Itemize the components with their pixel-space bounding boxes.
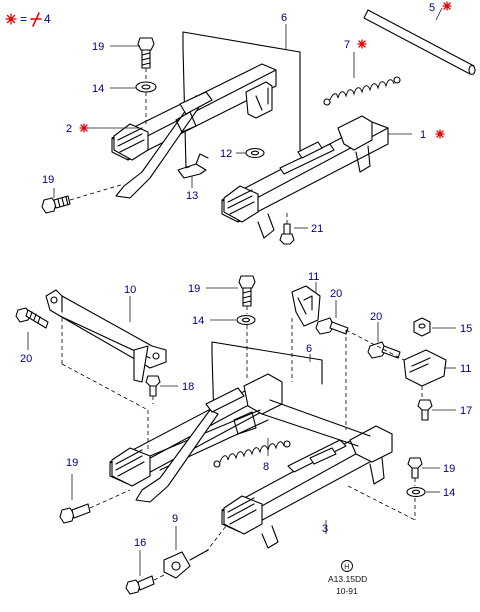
legend-strikethrough-icon xyxy=(30,12,42,27)
callout-2: 2 xyxy=(66,123,72,135)
callout-14-top: 14 xyxy=(92,83,104,95)
callout-18: 18 xyxy=(182,381,194,393)
callout-20-right: 20 xyxy=(370,311,382,323)
star-mark-part-7-icon xyxy=(357,39,367,49)
callout-7: 7 xyxy=(344,39,350,51)
top-leader-lines xyxy=(53,7,443,229)
callout-19-mid: 19 xyxy=(188,283,200,295)
bolt-part-19-mid xyxy=(238,275,256,307)
drawing-date: 10-91 xyxy=(336,586,358,596)
bolt-part-19-lower-right xyxy=(407,457,423,479)
bolt-part-17 xyxy=(417,399,433,421)
washer-part-12 xyxy=(245,147,265,159)
callout-20-left: 20 xyxy=(20,353,32,365)
callout-19-lower-right: 19 xyxy=(443,463,455,475)
drawing-code: A13.15DD xyxy=(328,574,367,584)
callout-19-top: 19 xyxy=(92,41,104,53)
frame-part-10 xyxy=(45,289,167,383)
callout-19-left: 19 xyxy=(42,174,54,186)
callout-11-right: 11 xyxy=(460,363,471,375)
callout-labels: 5 6 7 19 14 2 1 12 13 19 21 11 19 10 20 … xyxy=(20,2,472,549)
callout-5: 5 xyxy=(429,2,435,14)
bolt-part-18 xyxy=(145,375,161,397)
bolt-part-20-left xyxy=(15,307,49,329)
callout-1: 1 xyxy=(420,129,426,141)
callout-14-lower-right: 14 xyxy=(443,487,455,499)
legend-star-icon xyxy=(5,13,17,25)
bolt-part-19-left xyxy=(41,195,71,214)
clip-part-9 xyxy=(163,549,209,579)
washer-part-14-lower-right xyxy=(406,486,426,498)
bolt-part-21 xyxy=(279,223,295,245)
seat-frame-part-3 xyxy=(109,373,393,549)
bolt-part-19-top xyxy=(137,37,155,69)
rod-part-5 xyxy=(363,9,476,76)
legend-equals: = xyxy=(20,12,27,26)
logo-letter: H xyxy=(344,564,349,571)
callout-6-bottom: 6 xyxy=(306,343,312,355)
drawing-footer: H A13.15DD 10-91 xyxy=(328,560,367,596)
callout-20-mid: 20 xyxy=(330,288,342,300)
spring-part-7 xyxy=(323,76,401,106)
bolt-part-16 xyxy=(125,575,155,595)
legend: = 4 xyxy=(5,12,51,27)
star-mark-part-2-icon xyxy=(79,123,89,133)
callout-12: 12 xyxy=(220,148,232,160)
seat-track-part-1 xyxy=(221,115,389,239)
manufacturer-logo-icon xyxy=(341,560,353,572)
bottom-leader-lines xyxy=(27,282,456,581)
bracket-part-11-right xyxy=(403,349,447,387)
callout-14-mid: 14 xyxy=(192,315,204,327)
spring-part-8 xyxy=(213,440,291,468)
callout-8: 8 xyxy=(263,461,269,473)
callout-3: 3 xyxy=(322,523,328,535)
callout-15: 15 xyxy=(460,323,472,335)
callout-11-top: 11 xyxy=(308,271,319,283)
callout-16: 16 xyxy=(134,537,146,549)
callout-19-lower-left: 19 xyxy=(66,457,78,469)
nut-part-15 xyxy=(413,317,431,337)
bolt-part-19-lower-left xyxy=(59,503,91,524)
washer-part-14-top xyxy=(135,81,157,93)
bolt-part-20-right xyxy=(367,341,401,359)
callout-9: 9 xyxy=(172,513,178,525)
seat-track-part-2 xyxy=(111,63,277,199)
star-mark-part-5-icon xyxy=(442,1,452,11)
bolt-part-20-mid xyxy=(315,317,349,335)
star-mark-part-1-icon xyxy=(435,129,445,139)
callout-6-top: 6 xyxy=(281,12,287,24)
callout-13: 13 xyxy=(186,190,198,202)
callout-10: 10 xyxy=(124,284,136,296)
legend-ref-number: 4 xyxy=(44,12,51,26)
callout-21: 21 xyxy=(311,223,323,235)
callout-17: 17 xyxy=(460,405,472,417)
bracket-part-11-top xyxy=(291,285,321,327)
washer-part-14-mid xyxy=(236,314,256,326)
clip-part-13 xyxy=(177,153,209,179)
